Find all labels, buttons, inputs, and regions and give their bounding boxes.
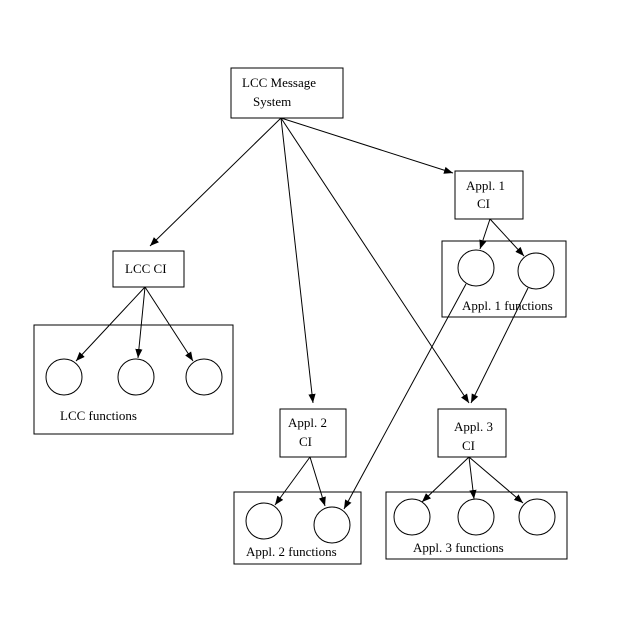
appl3-function-circle xyxy=(518,498,556,536)
lcc-function-circle xyxy=(117,358,155,396)
arrow-lcc-ci-to-function xyxy=(75,286,146,362)
appl3-ci-label-line2: CI xyxy=(462,438,475,453)
appl2-function-circle xyxy=(313,506,351,544)
lcc-functions-label: LCC functions xyxy=(60,408,137,423)
appl1-ci-label-line2: CI xyxy=(477,196,490,211)
appl3-ci-label-line1: Appl. 3 xyxy=(454,419,493,434)
msg-system-box xyxy=(230,67,344,119)
appl3-functions-label: Appl. 3 functions xyxy=(413,540,504,555)
appl3-ci-box xyxy=(437,408,507,458)
appl2-function-circle xyxy=(245,502,283,540)
arrow-appl1-ci-to-function xyxy=(489,218,525,257)
appl1-functions-group xyxy=(441,240,567,318)
appl3-function-circle xyxy=(457,498,495,536)
appl2-ci-label-line2: CI xyxy=(299,434,312,449)
arrow-appl2-ci-to-function xyxy=(309,456,326,507)
appl1-ci-box xyxy=(454,170,524,220)
appl2-functions-group xyxy=(233,491,362,565)
appl1-function-circle xyxy=(517,252,555,290)
appl1-functions-label: Appl. 1 functions xyxy=(462,298,553,313)
appl2-functions-label: Appl. 2 functions xyxy=(246,544,337,559)
msg-system-label-line2: System xyxy=(253,94,292,109)
arrow-lcc-ci-to-function xyxy=(135,286,146,359)
arrow-msg-to-appl3-ci xyxy=(280,117,470,404)
arrow-appl2-ci-to-function xyxy=(274,456,311,506)
appl1-ci-label-line1: Appl. 1 xyxy=(466,178,505,193)
lcc-ci-label: LCC CI xyxy=(125,261,167,276)
lcc-functions-group xyxy=(33,324,234,435)
appl2-ci-box xyxy=(279,408,347,458)
appl2-ci-label-line1: Appl. 2 xyxy=(288,415,327,430)
arrow-appl3-ci-to-function xyxy=(468,456,477,500)
arrow-appl3-ci-to-function xyxy=(421,456,470,503)
arrow-appl1-function-to-appl3-ci xyxy=(470,287,529,404)
arrow-msg-to-appl2-ci xyxy=(280,117,316,404)
arrow-msg-to-lcc-ci xyxy=(149,117,282,247)
arrow-appl1-ci-to-function xyxy=(479,218,491,250)
lcc-function-circle xyxy=(45,358,83,396)
arrow-msg-to-appl1-ci xyxy=(280,117,454,174)
lcc-function-circle xyxy=(185,358,223,396)
appl1-function-circle xyxy=(457,249,495,287)
appl3-function-circle xyxy=(393,498,431,536)
arrow-lcc-ci-to-function xyxy=(144,286,194,362)
lcc-ci-box xyxy=(112,250,185,288)
msg-system-label-line1: LCC Message xyxy=(242,75,317,90)
arrow-appl3-ci-to-function xyxy=(468,456,524,504)
arrow-appl1-function-to-appl2-function xyxy=(343,283,467,510)
